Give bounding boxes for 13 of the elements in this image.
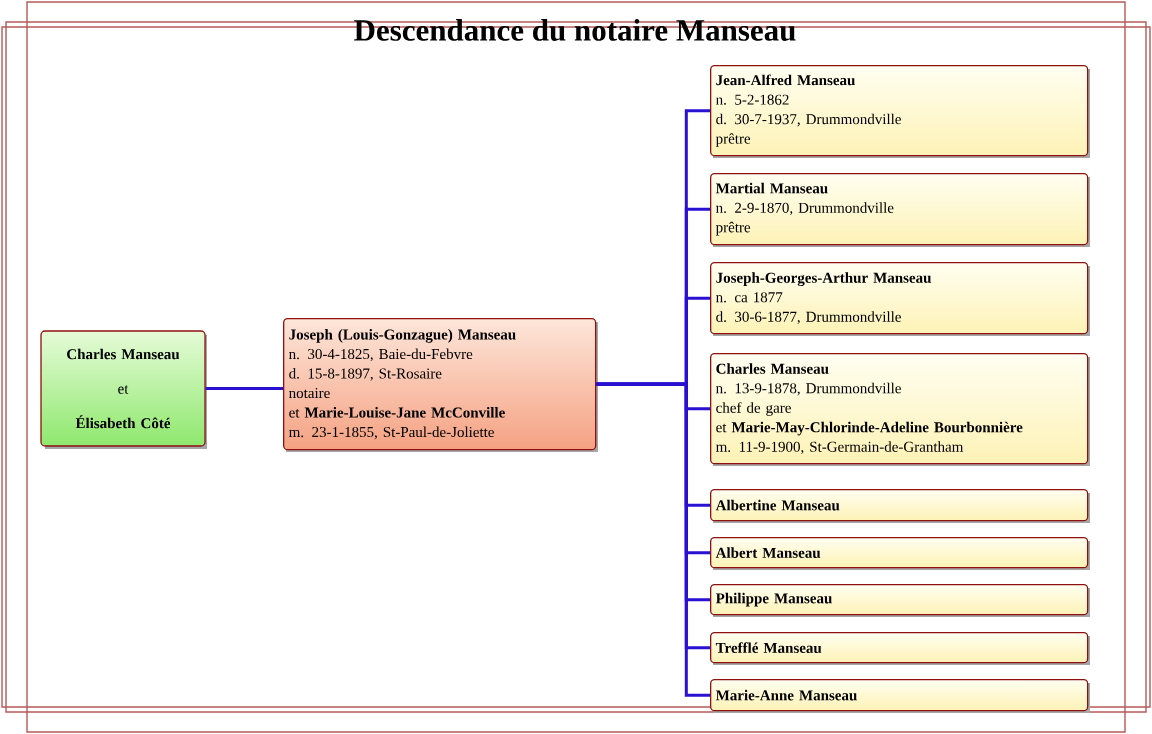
person-box: Trefflé Manseau [710,632,1090,665]
person-box: Charles Manseau n. 13-9-1878, Drummondville chef de gare et Marie-May-Chlorinde-Adeline Bourbonnière m. 11-9-1900, St-Germain-de-Grantham [710,353,1090,466]
person-box: Jean-Alfred Manseau n. 5-2-1862 d. 30-7-1937, Drummondville prêtre [710,65,1090,158]
person-box: Albert Manseau [710,537,1090,570]
person-box: Joseph (Louis-Gonzague) Manseau n. 30-4-1825, Baie-du-Febvre d. 15-8-1897, St-Rosaire notaire et Marie-Louise-Jane McConville m. 23-1-1855, St-Paul-de-Joliette [283,318,598,452]
couple-box: Charles Manseau et Élisabeth Côté [40,330,207,449]
person-box: Albertine Manseau [710,489,1090,523]
title: Descendance du notaire Manseau [354,19,796,41]
person-box: Philippe Manseau [710,584,1090,617]
connector-line [205,387,283,390]
person-box: Joseph-Georges-Arthur Manseau n. ca 1877 d. 30-6-1877, Drummondville [710,262,1090,336]
person-box: Marie-Anne Manseau [710,679,1090,713]
person-box: Martial Manseau n. 2-9-1870, Drummondville prêtre [710,173,1090,247]
